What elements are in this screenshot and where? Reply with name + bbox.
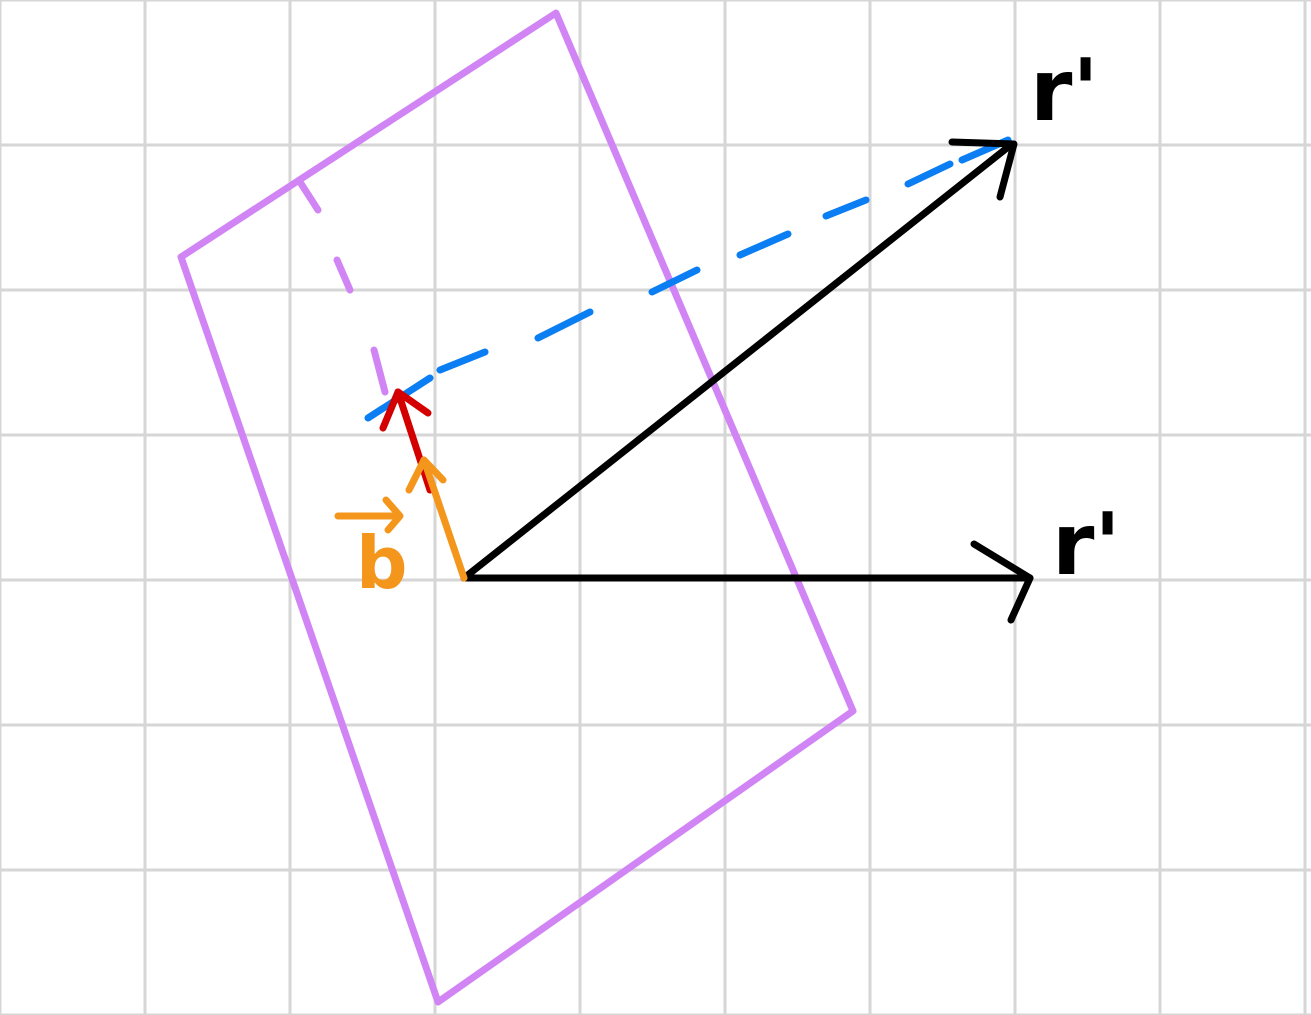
diagonal-vector-line [460, 140, 1016, 582]
projected-vector-line [394, 388, 434, 494]
diagonal-vector-arrowhead [948, 138, 1018, 201]
top-vector-label: r' [1030, 41, 1099, 141]
b-label-vector-arrow [334, 496, 404, 534]
b-vector-line [420, 456, 468, 582]
horizontal-vector-arrowhead [970, 540, 1034, 624]
plane-parallelogram [177, 9, 857, 1006]
projection-dashed-line [364, 136, 1012, 422]
projected-vector-arrowhead [379, 388, 432, 432]
normal-dashed-line [296, 178, 389, 396]
b-vector-label: b [356, 521, 408, 605]
b-vector-arrowhead [405, 456, 447, 494]
horizontal-vector-label: r' [1052, 495, 1121, 595]
